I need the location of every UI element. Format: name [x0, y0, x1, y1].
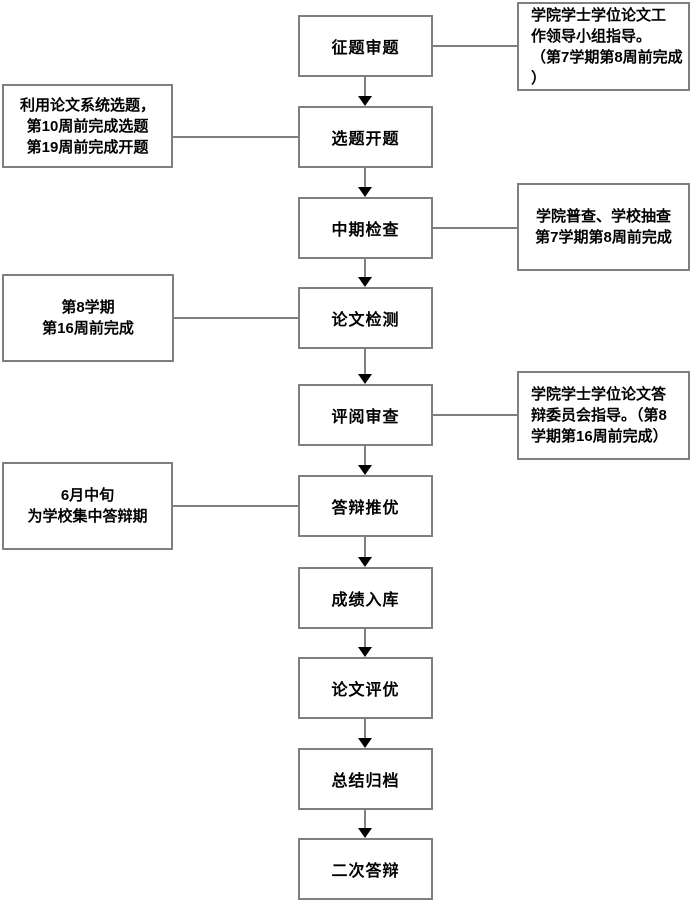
step-label: 成绩入库	[331, 592, 400, 609]
note-topic-deadlines: 利用论文系统选题， 第10周前完成选题 第19周前完成开题	[2, 84, 173, 168]
note-semester8-deadline: 第8学期 第16周前完成	[2, 274, 174, 362]
note-text: 学院学士学位论文工 作领导小组指导。 （第7学期第8周前完成 ）	[531, 6, 683, 87]
step-topic-solicitation: 征题审题	[298, 15, 433, 77]
down-arrow-icon	[358, 810, 372, 838]
step-review-examination: 评阅审查	[298, 384, 433, 446]
step-label: 论文评优	[331, 682, 400, 699]
connector-line	[432, 414, 517, 416]
down-arrow-icon	[358, 719, 372, 748]
step-label: 总结归档	[331, 773, 400, 790]
connector-line	[174, 317, 298, 319]
note-inspection: 学院普查、学校抽查 第7学期第8周前完成	[517, 183, 690, 271]
note-defense-committee: 学院学士学位论文答 辩委员会指导。（第8 学期第16周前完成）	[517, 371, 690, 460]
connector-line	[173, 505, 298, 507]
step-summary-archive: 总结归档	[298, 748, 433, 810]
step-label: 评阅审查	[331, 409, 400, 426]
note-leading-group: 学院学士学位论文工 作领导小组指导。 （第7学期第8周前完成 ）	[517, 2, 690, 91]
down-arrow-icon	[358, 446, 372, 475]
connector-line	[173, 136, 298, 138]
step-label: 征题审题	[331, 40, 400, 57]
down-arrow-icon	[358, 77, 372, 106]
down-arrow-icon	[358, 168, 372, 197]
note-text: 利用论文系统选题， 第10周前完成选题 第19周前完成开题	[19, 96, 155, 156]
down-arrow-icon	[358, 259, 372, 287]
note-text: 学院学士学位论文答 辩委员会指导。（第8 学期第16周前完成）	[531, 386, 668, 445]
step-label: 论文检测	[331, 312, 400, 329]
step-midterm-check: 中期检查	[298, 197, 433, 259]
note-june-defense: 6月中旬 为学校集中答辩期	[2, 462, 173, 550]
step-grade-entry: 成绩入库	[298, 567, 433, 629]
step-second-defense: 二次答辩	[298, 838, 433, 900]
connector-line	[432, 227, 517, 229]
step-topic-selection: 选题开题	[298, 106, 433, 168]
step-label: 中期检查	[331, 222, 400, 239]
down-arrow-icon	[358, 349, 372, 384]
down-arrow-icon	[358, 629, 372, 657]
step-label: 二次答辩	[331, 863, 400, 880]
down-arrow-icon	[358, 537, 372, 567]
step-thesis-detection: 论文检测	[298, 287, 433, 349]
note-text: 6月中旬 为学校集中答辩期	[27, 487, 148, 525]
step-label: 选题开题	[331, 131, 400, 148]
step-defense-selection: 答辩推优	[298, 475, 433, 537]
step-thesis-awards: 论文评优	[298, 657, 433, 719]
note-text: 学院普查、学校抽查 第7学期第8周前完成	[535, 208, 672, 246]
connector-line	[432, 45, 517, 47]
step-label: 答辩推优	[331, 500, 400, 517]
note-text: 第8学期 第16周前完成	[42, 299, 134, 337]
